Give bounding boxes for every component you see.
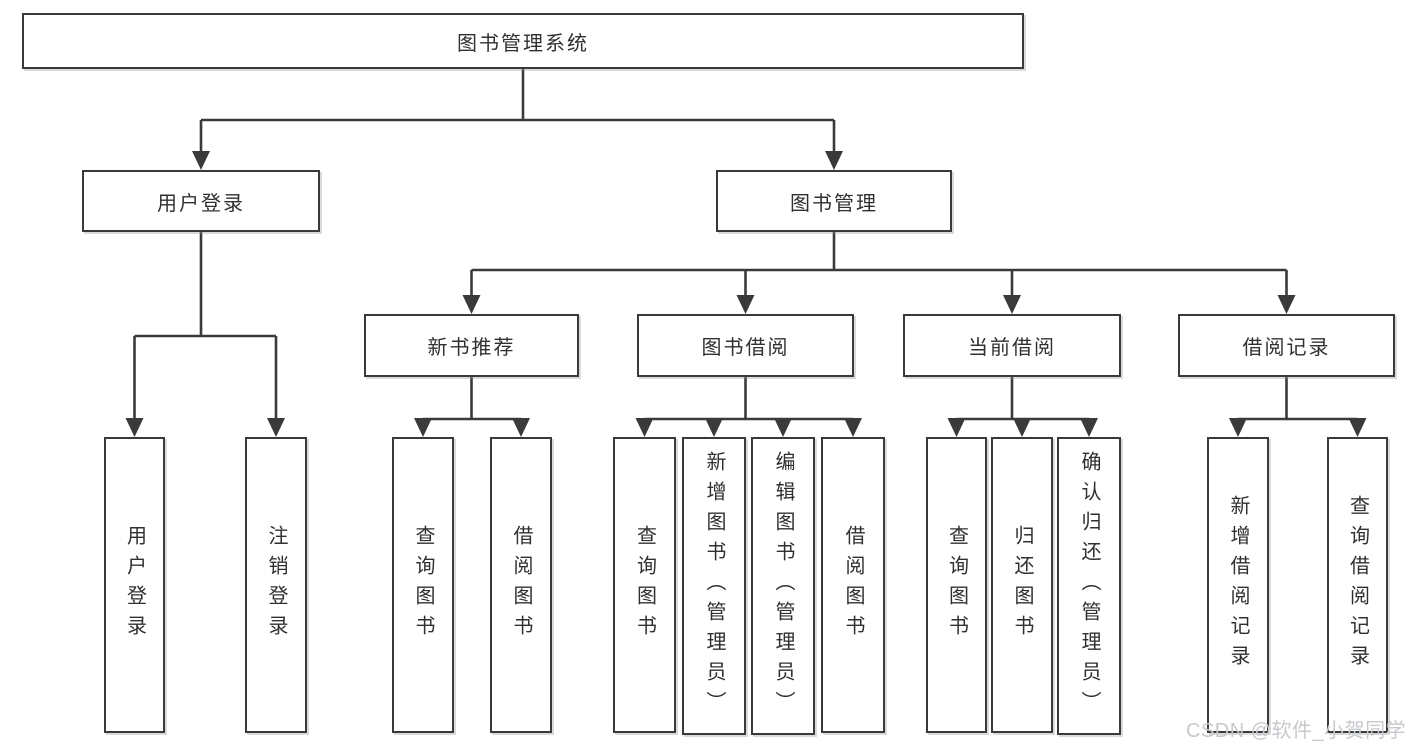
leaf-query-books-recommend: 查询图书 <box>392 437 454 733</box>
leaf-return-books-label: 归还图书 <box>1011 525 1033 645</box>
node-book-management: 图书管理 <box>716 170 952 232</box>
leaf-borrow-books: 借阅图书 <box>821 437 885 733</box>
leaf-logout-login-label: 注销登录 <box>265 525 287 645</box>
node-root-label: 图书管理系统 <box>457 32 589 55</box>
leaf-borrow-books-label: 借阅图书 <box>842 525 864 645</box>
leaf-user-login-label: 用户登录 <box>123 525 146 645</box>
leaf-confirm-return-admin-label: 确认归还（管理员） <box>1078 451 1100 721</box>
leaf-query-borrow-record-label: 查询借阅记录 <box>1346 495 1369 675</box>
node-new-book-recommendation: 新书推荐 <box>364 314 579 377</box>
leaf-logout-login: 注销登录 <box>245 437 307 733</box>
leaf-query-books-borrow: 查询图书 <box>613 437 676 733</box>
leaf-return-books: 归还图书 <box>991 437 1053 733</box>
node-root: 图书管理系统 <box>22 13 1024 69</box>
leaf-borrow-books-recommend: 借阅图书 <box>490 437 552 733</box>
node-current-borrowing: 当前借阅 <box>903 314 1121 377</box>
node-new-book-recommendation-label: 新书推荐 <box>427 337 516 359</box>
leaf-add-borrow-record-label: 新增借阅记录 <box>1227 495 1249 675</box>
node-borrowing-records: 借阅记录 <box>1178 314 1395 377</box>
leaf-edit-books-admin-label: 编辑图书（管理员） <box>772 451 794 721</box>
node-book-management-label: 图书管理 <box>790 192 878 215</box>
leaf-user-login: 用户登录 <box>104 437 165 733</box>
leaf-query-books-borrow-label: 查询图书 <box>633 525 656 645</box>
node-user-login-label: 用户登录 <box>157 192 245 215</box>
leaf-edit-books-admin: 编辑图书（管理员） <box>751 437 815 735</box>
leaf-add-books-admin-label: 新增图书（管理员） <box>703 451 725 721</box>
leaf-query-books-current-label: 查询图书 <box>945 525 968 645</box>
node-borrowing-records-label: 借阅记录 <box>1242 337 1331 359</box>
leaf-borrow-books-recommend-label: 借阅图书 <box>510 525 532 645</box>
leaf-add-books-admin: 新增图书（管理员） <box>682 437 746 735</box>
node-user-login: 用户登录 <box>82 170 320 232</box>
csdn-watermark: CSDN @软件_小贺同学 <box>1186 720 1405 742</box>
leaf-query-borrow-record: 查询借阅记录 <box>1327 437 1388 733</box>
leaf-query-books-recommend-label: 查询图书 <box>412 525 434 645</box>
node-book-borrowing-label: 图书借阅 <box>701 337 790 359</box>
node-current-borrowing-label: 当前借阅 <box>968 337 1056 359</box>
leaf-confirm-return-admin: 确认归还（管理员） <box>1057 437 1121 735</box>
leaf-query-books-current: 查询图书 <box>926 437 987 733</box>
leaf-add-borrow-record: 新增借阅记录 <box>1207 437 1269 733</box>
node-book-borrowing: 图书借阅 <box>637 314 854 377</box>
